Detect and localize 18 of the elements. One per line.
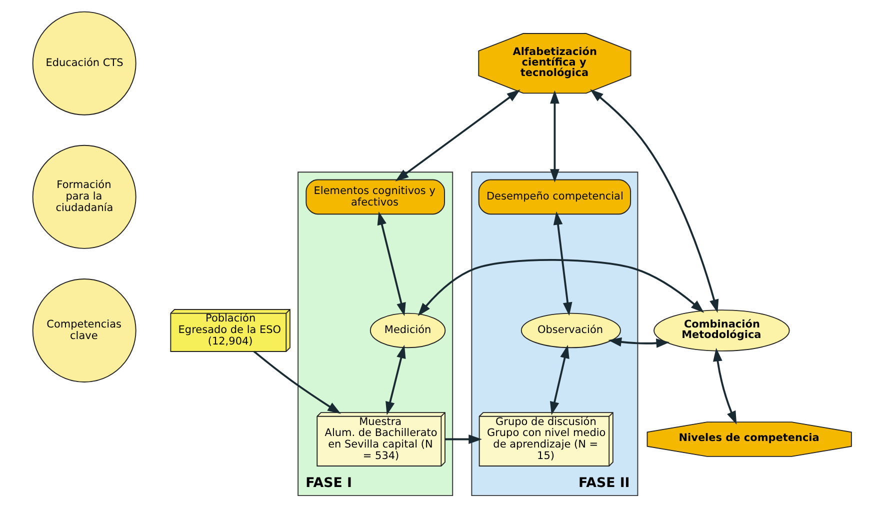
arrow [252, 350, 340, 414]
arrow [552, 211, 572, 316]
arrow [385, 344, 406, 416]
arrow [608, 337, 670, 348]
arrow [550, 90, 559, 182]
arrow [394, 90, 520, 182]
arrow [417, 259, 704, 316]
arrow [444, 434, 482, 444]
node-circle: Formación para la ciudadanía [32, 144, 136, 249]
node-ellipse: Medición [369, 312, 446, 348]
arrow [376, 211, 406, 316]
node-circle: Competencias clave [32, 278, 136, 382]
arrow [590, 89, 718, 313]
arrow [712, 348, 736, 425]
node-circle: Educación CTS [32, 11, 136, 116]
arrow [549, 344, 569, 416]
node-box: Desempeño competencial [478, 179, 631, 215]
node-box: Elementos cognitivos y afectivos [305, 179, 444, 215]
